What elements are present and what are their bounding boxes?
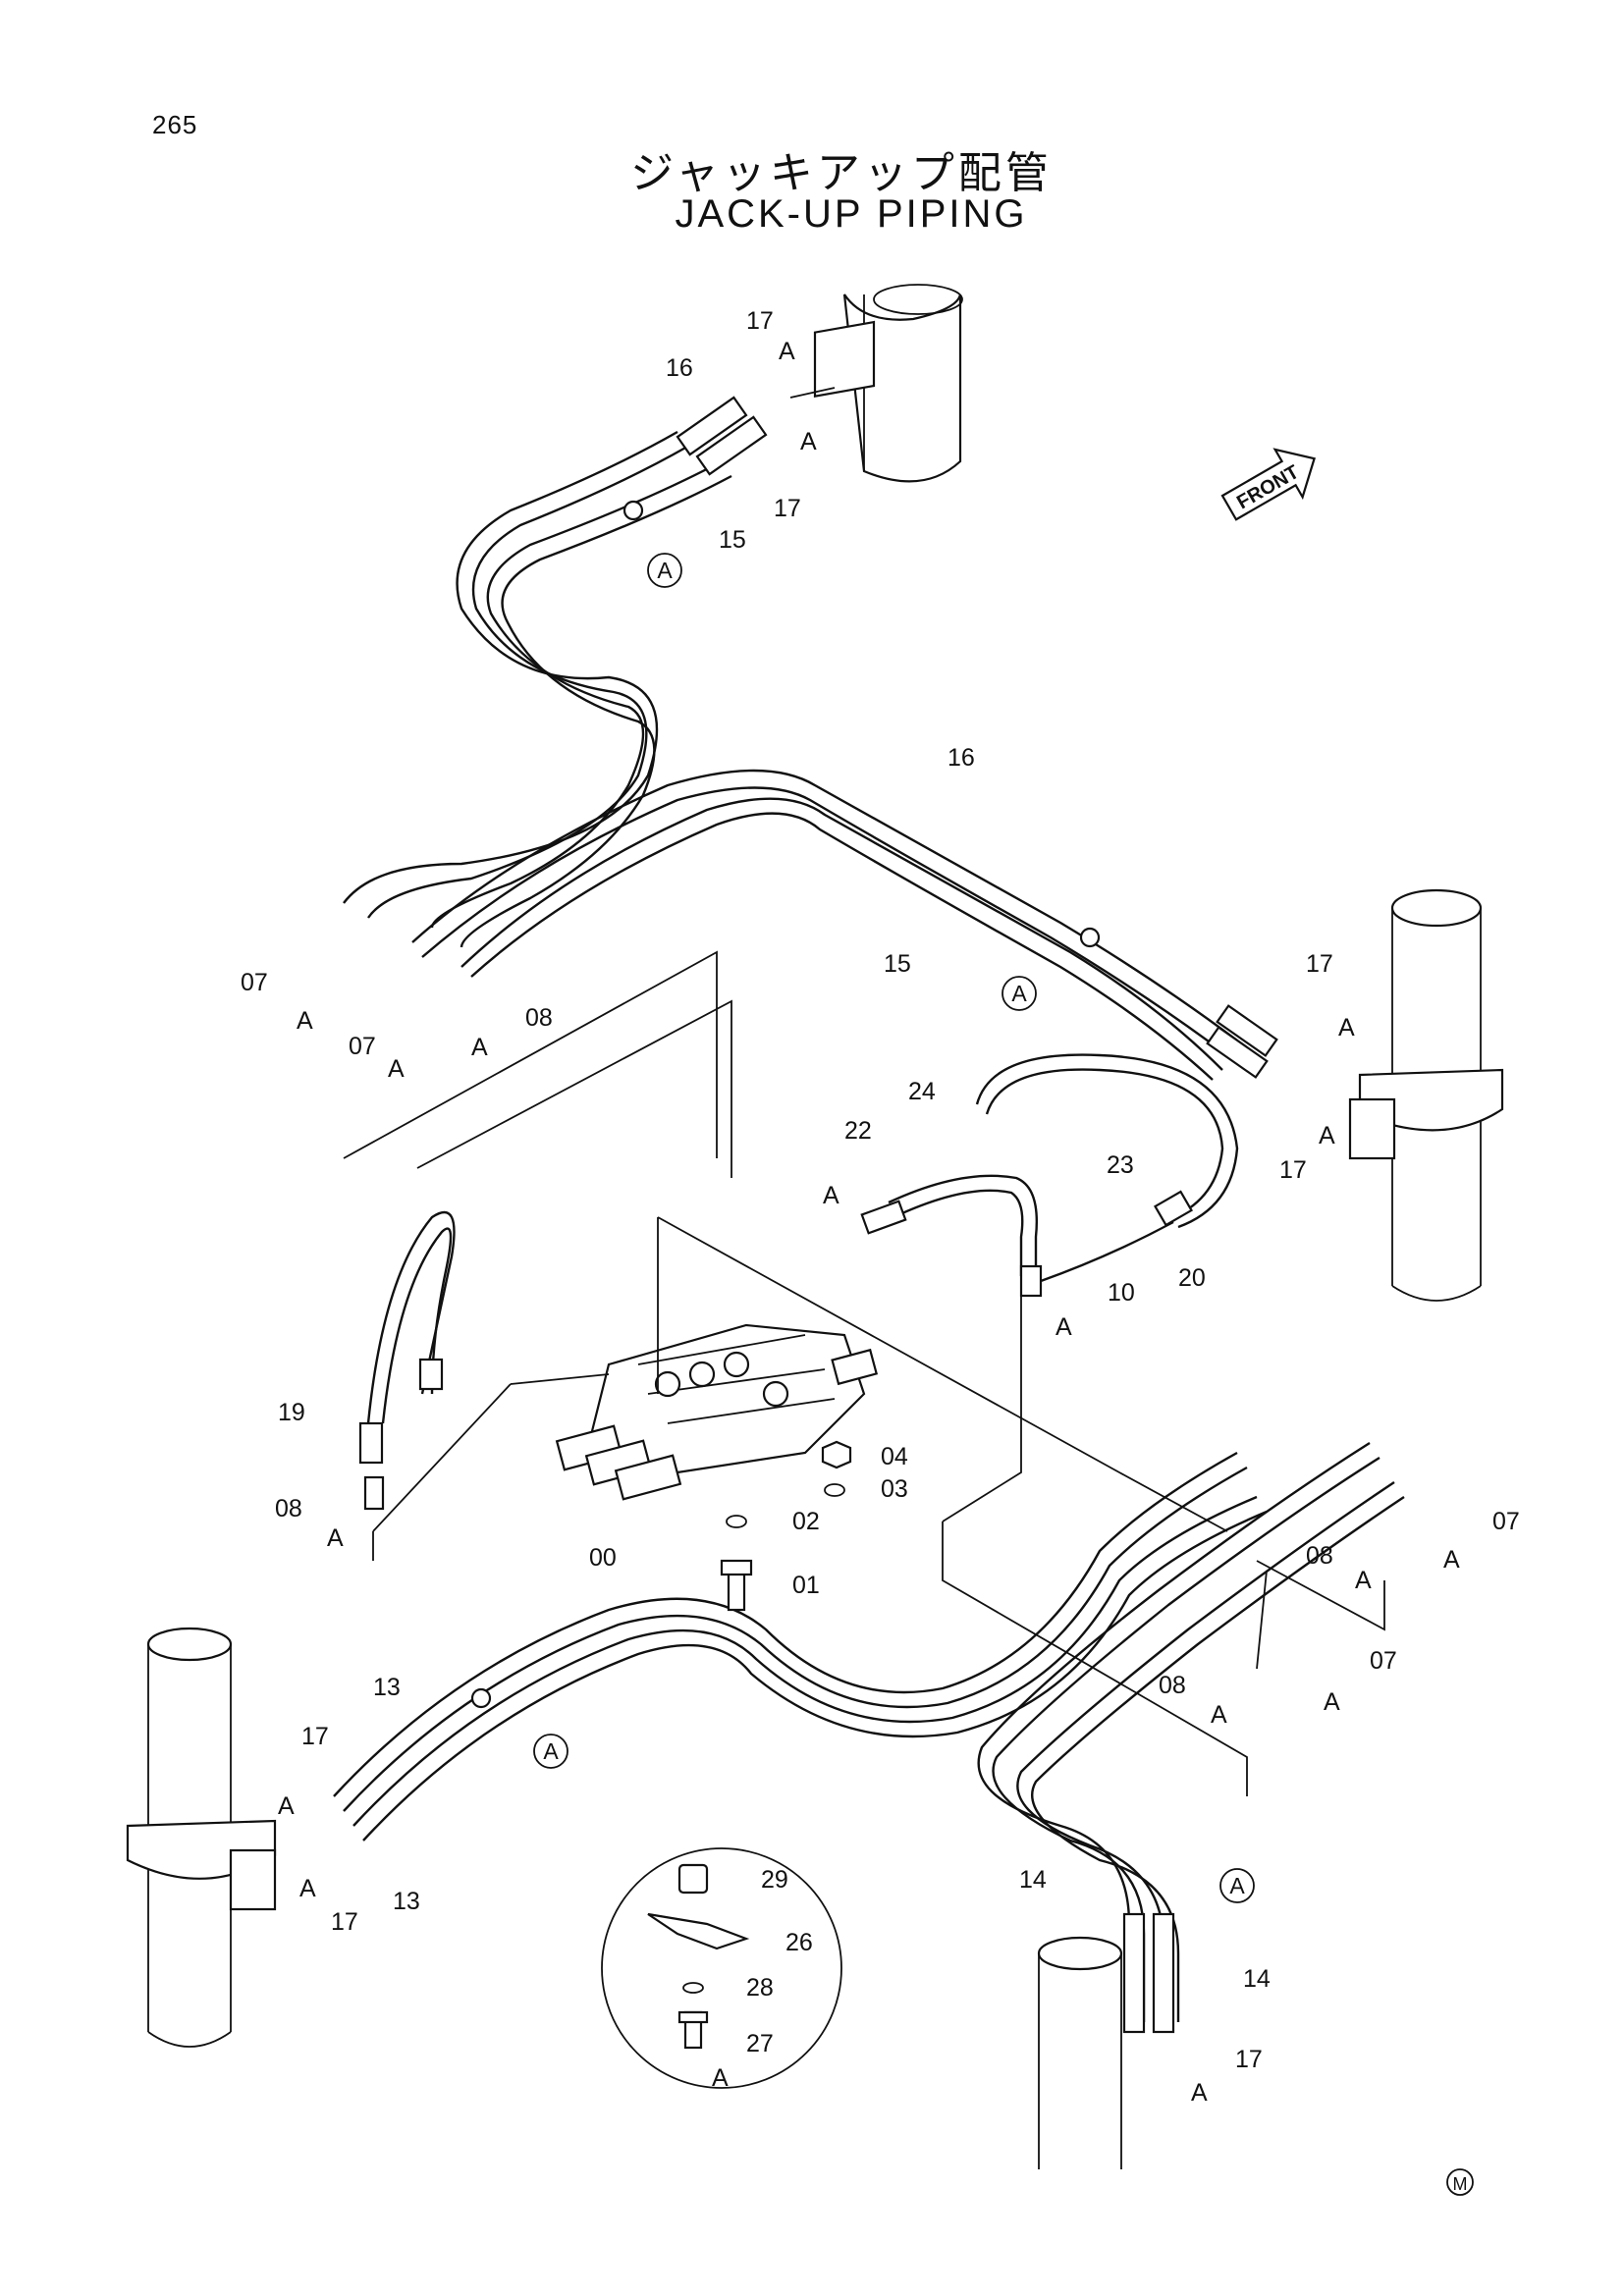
label-17-right-b: 17 [1279,1156,1307,1184]
label-07-right-2: 07 [1370,1647,1397,1675]
label-22: 22 [844,1117,872,1145]
front-arrow: FRONT [1220,448,1316,521]
label-a-4: A [1319,1122,1335,1149]
label-15-top: 15 [719,526,746,554]
m-mark: M [1446,2168,1474,2196]
hose-19 [358,1210,456,1511]
callout-a-3: A [533,1734,568,1769]
label-a-14: A [1324,1688,1340,1716]
label-a-detail: A [712,2064,729,2092]
callout-a-1: A [647,553,682,588]
hose-20-23-24 [860,1053,1239,1298]
label-17-left: 17 [301,1723,329,1750]
control-valve-00 [555,1323,879,1501]
callout-a-4: A [1219,1868,1255,1903]
label-a-12: A [1355,1567,1372,1594]
label-17-top: 17 [746,307,774,335]
label-13-bottom: 13 [393,1888,420,1915]
hose-bottom-right-pair [977,1441,1405,2034]
label-03: 03 [881,1475,908,1503]
label-17-top-b: 17 [774,495,801,522]
label-a-10: A [327,1524,344,1552]
label-17-right: 17 [1306,950,1333,978]
svg-text:A: A [657,558,673,583]
label-a-1: A [779,338,795,365]
label-07-left: 07 [241,969,268,996]
label-a-7: A [471,1034,488,1061]
title-english: JACK-UP PIPING [675,192,1028,236]
label-a-3: A [1338,1014,1355,1041]
label-01: 01 [792,1572,820,1599]
jack-cylinder-bottom [1037,1936,1123,2169]
label-a-5: A [297,1007,313,1035]
label-a-9: A [1056,1313,1072,1341]
label-13-top: 13 [373,1674,401,1701]
label-a-13: A [1211,1701,1227,1729]
label-19: 19 [278,1399,305,1426]
label-29: 29 [761,1866,788,1894]
jack-cylinder-top [789,284,963,483]
label-a-8: A [823,1182,839,1209]
label-a-2: A [800,428,817,455]
label-16-top: 16 [666,354,693,382]
svg-text:A: A [1011,981,1027,1006]
callout-a-2: A [1001,976,1037,1011]
label-07-right: 07 [1492,1508,1520,1535]
svg-text:A: A [1229,1873,1245,1898]
label-16-mid: 16 [947,744,975,772]
jack-cylinder-left [126,1627,277,2048]
label-08-left-2: 08 [275,1495,302,1522]
label-24: 24 [908,1078,936,1105]
label-a-16: A [299,1875,316,1902]
label-a-15: A [278,1792,295,1820]
callouts-a: A A A A [533,553,1255,1903]
label-a-6: A [388,1055,405,1083]
hose-top-pair [343,396,768,948]
svg-text:M: M [1453,2174,1468,2194]
label-07-left-b: 07 [349,1033,376,1060]
label-04: 04 [881,1443,908,1470]
label-27: 27 [746,2030,774,2057]
label-08-right: 08 [1306,1542,1333,1570]
page-number: 265 [152,110,198,139]
frame-lines [343,950,1385,1796]
label-23: 23 [1107,1151,1134,1179]
label-17-bottom: 17 [1235,2046,1263,2073]
label-08-right-2: 08 [1159,1672,1186,1699]
detail-view-a [601,1847,842,2089]
svg-text:A: A [543,1738,559,1764]
part-labels: 16 17 A A 17 15 16 15 17 A A 17 07 A 07 … [241,307,1520,2107]
label-26: 26 [785,1929,813,1956]
label-14-left: 14 [1019,1866,1047,1894]
label-20: 20 [1178,1264,1206,1292]
label-00: 00 [589,1544,617,1572]
label-08-left: 08 [525,1004,553,1032]
label-15-mid: 15 [884,950,911,978]
label-14-right: 14 [1243,1965,1271,1993]
label-10: 10 [1108,1279,1135,1307]
label-02: 02 [792,1508,820,1535]
label-17-left-b: 17 [331,1908,358,1936]
hose-bottom-left-pair [333,1451,1268,1842]
label-a-17: A [1191,2079,1208,2107]
title-japanese: ジャッキアップ配管 [630,148,1053,198]
jack-cylinder-right [1348,888,1504,1302]
label-28: 28 [746,1974,774,2002]
label-a-11: A [1443,1546,1460,1574]
hose-long-right-pair [411,769,1278,1081]
valve-hardware [720,1440,852,1612]
